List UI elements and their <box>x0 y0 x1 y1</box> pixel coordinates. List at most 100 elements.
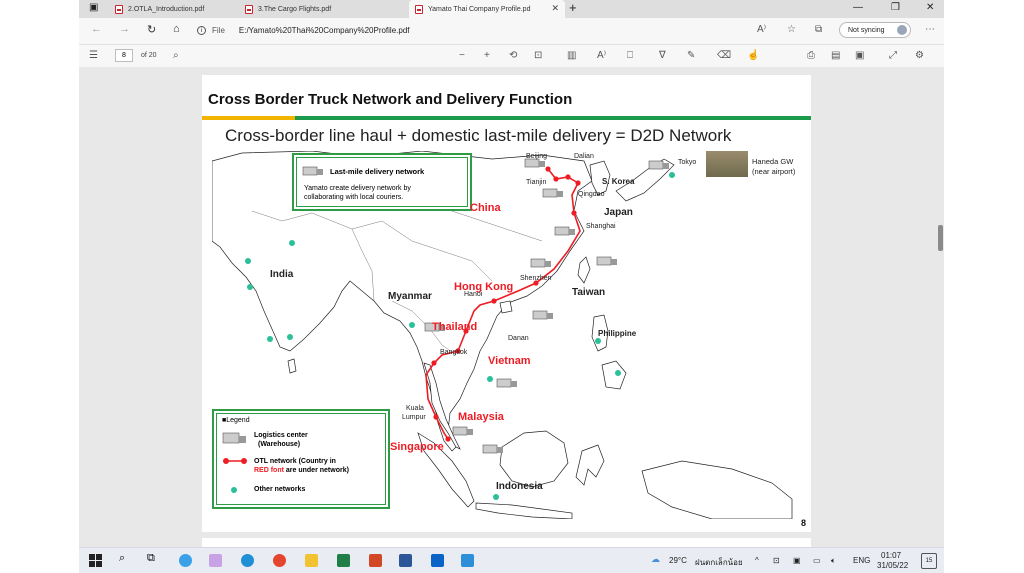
city-qingdao: Qingdao <box>578 191 605 198</box>
korea-outline <box>589 160 611 196</box>
outlook-app-icon[interactable] <box>431 554 444 567</box>
tab-actions-icon[interactable]: ▣ <box>89 2 99 13</box>
city-kuala: Kuala <box>406 405 424 412</box>
country-india: India <box>270 269 294 280</box>
scrollbar-thumb[interactable] <box>938 225 943 251</box>
clock-date[interactable]: 31/05/22 <box>877 561 909 570</box>
file-explorer-icon[interactable] <box>305 554 318 567</box>
powerpoint-app-icon[interactable] <box>369 554 382 567</box>
tray-chevron-icon[interactable]: ^ <box>755 556 759 565</box>
edge-app-icon[interactable] <box>241 554 254 567</box>
warehouse-icon <box>530 258 551 268</box>
restore-icon[interactable]: ❐ <box>891 2 900 13</box>
city-danan: Danan <box>508 335 529 342</box>
highlight-icon[interactable]: ✎ <box>687 50 696 61</box>
rotate-icon[interactable]: ⟲ <box>509 50 518 61</box>
collections-icon[interactable]: ⧉ <box>815 24 823 35</box>
sulawesi-outline <box>575 444 605 486</box>
other-network-dots <box>245 172 675 500</box>
read-aloud-pdf-icon[interactable]: A⁾ <box>597 50 607 61</box>
chrome-app-icon[interactable] <box>273 554 286 567</box>
zoom-out-icon[interactable]: − <box>459 50 465 61</box>
country-skorea: S. Korea <box>602 177 635 186</box>
touch-icon[interactable]: ☝ <box>747 50 760 61</box>
tab-cargo-flights[interactable]: 3.The Cargo Flights.pdf <box>239 0 389 18</box>
draw-icon[interactable]: ∇ <box>659 50 666 61</box>
tab-yamato-profile[interactable]: Yamato Thai Company Profile.pd ✕ <box>409 0 565 18</box>
save-as-icon[interactable]: ▣ <box>855 50 865 61</box>
back-icon[interactable]: ← <box>91 23 102 35</box>
legend-title: ■Legend <box>222 417 250 424</box>
country-vietnam: Vietnam <box>488 355 531 367</box>
excel-app-icon[interactable] <box>337 554 350 567</box>
word-app-icon[interactable] <box>399 554 412 567</box>
page-view-icon[interactable]: ▥ <box>567 50 577 61</box>
vertical-scrollbar[interactable] <box>937 67 944 547</box>
legend-other-label: Other networks <box>254 486 306 493</box>
legend-other-dot <box>231 487 237 493</box>
erase-icon[interactable]: ⌫ <box>717 50 732 61</box>
warehouse-icon <box>532 310 553 320</box>
fit-page-icon[interactable]: ⊡ <box>534 50 543 61</box>
print-icon[interactable]: ⎙ <box>807 50 815 61</box>
peninsula-outline <box>423 362 461 450</box>
clock-time[interactable]: 01:07 <box>881 551 902 560</box>
pdf-viewer[interactable]: Cross Border Truck Network and Delivery … <box>79 67 944 547</box>
forward-icon[interactable]: → <box>119 23 130 35</box>
contents-icon[interactable]: ☰ <box>89 50 98 61</box>
city-dalian: Dalian <box>574 153 594 160</box>
refresh-icon[interactable]: ↻ <box>147 24 157 36</box>
warehouse-icon <box>482 444 503 454</box>
page-number-input[interactable]: 8 <box>115 49 133 62</box>
fullscreen-icon[interactable]: ⤢ <box>889 50 897 61</box>
tab-title: 3.The Cargo Flights.pdf <box>258 5 332 13</box>
city-shenzhen: Shenzhen <box>520 275 552 282</box>
text-icon[interactable]: ⎕ <box>627 50 633 61</box>
callout-title: Last-mile delivery network <box>330 167 425 176</box>
haneda-sublabel: (near airport) <box>752 167 796 176</box>
more-menu-icon[interactable]: ⋯ <box>925 24 935 35</box>
favorite-icon[interactable]: ☆ <box>787 24 796 35</box>
url-scheme: File <box>212 26 225 35</box>
task-view-icon[interactable]: ⧉ <box>147 552 155 564</box>
sumatra-outline <box>417 432 475 508</box>
weather-text[interactable]: ฝนตกเล็กน้อย <box>695 558 743 567</box>
tab-otla-introduction[interactable]: 2.OTLA_Introduction.pdf <box>109 0 236 18</box>
weather-temp[interactable]: 29°C <box>669 556 687 565</box>
settings-icon[interactable]: ⚙ <box>915 50 924 61</box>
new-tab-button[interactable]: + <box>569 0 577 15</box>
search-icon[interactable]: ⌕ <box>173 50 179 61</box>
weather-icon[interactable]: ☁ <box>651 554 660 564</box>
tray-app-icon[interactable]: ⊡ <box>773 556 780 565</box>
slide-subtitle: Cross-border line haul + domestic last-m… <box>225 126 732 145</box>
start-button[interactable] <box>89 554 102 567</box>
city-beijing: Beijing <box>526 153 548 160</box>
info-icon[interactable]: i <box>197 26 206 35</box>
volume-icon[interactable]: 🔈︎ <box>831 556 836 565</box>
tray-monitor-icon[interactable]: ▣ <box>793 556 801 565</box>
close-tab-icon[interactable]: ✕ <box>551 3 559 13</box>
save-icon[interactable]: ▤ <box>831 50 841 61</box>
title-band-yellow <box>202 116 295 120</box>
search-icon[interactable]: ⌕ <box>119 552 126 564</box>
paint-app-icon[interactable] <box>209 554 222 567</box>
minimize-icon[interactable]: — <box>853 2 863 13</box>
address-bar: ← → ↻ ⌂ i File E:/Yamato%20Thai%20Compan… <box>79 18 944 45</box>
home-icon[interactable]: ⌂ <box>173 23 180 35</box>
read-aloud-icon[interactable]: A⁾ <box>757 24 767 35</box>
notification-button[interactable]: 15 <box>921 553 937 569</box>
warehouse-icon <box>302 166 323 176</box>
legend-box: ■Legend Logistics center (Warehouse) OTL… <box>212 409 390 509</box>
sync-button[interactable]: Not syncing <box>839 22 911 38</box>
country-hongkong: Hong Kong <box>454 281 514 293</box>
tab-title: 2.OTLA_Introduction.pdf <box>128 5 205 13</box>
zoom-in-icon[interactable]: + <box>484 50 490 61</box>
url-field[interactable]: i File E:/Yamato%20Thai%20Company%20Prof… <box>197 22 819 39</box>
network-map: Haneda GW (near airport) Last-mile deliv… <box>211 150 796 520</box>
battery-icon[interactable]: ▭ <box>813 556 821 565</box>
store-app-icon[interactable] <box>461 554 474 567</box>
legend-otl-label: OTL network (Country in <box>254 458 336 465</box>
close-window-icon[interactable]: ✕ <box>926 2 935 13</box>
language-indicator[interactable]: ENG <box>853 556 871 565</box>
widget-app-icon[interactable] <box>179 554 192 567</box>
